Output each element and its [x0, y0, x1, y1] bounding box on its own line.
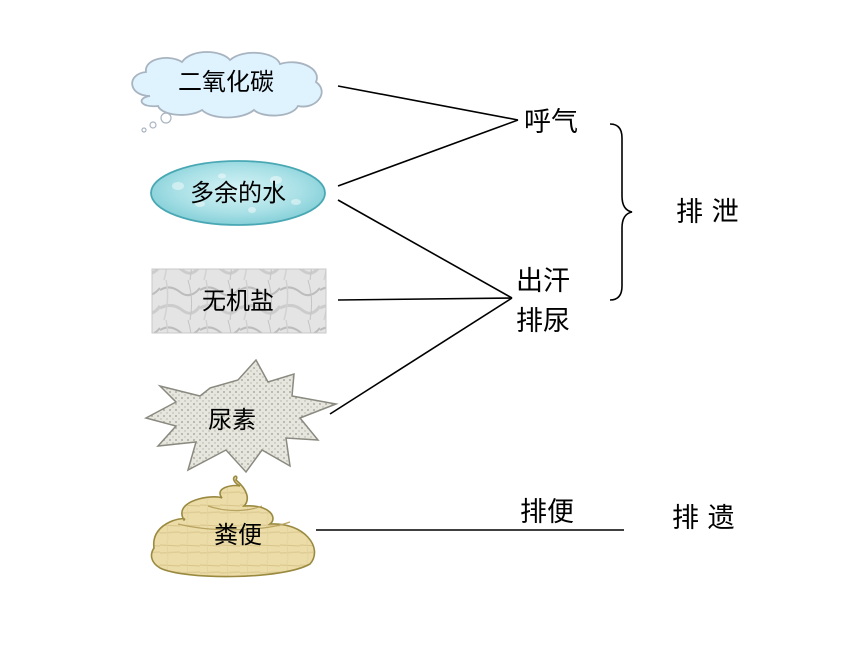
- feces-ridge-2: [207, 505, 263, 512]
- co2-cloud: 二氧化碳: [131, 51, 323, 133]
- urea-label: 尿素: [208, 406, 256, 434]
- line-co2-exhale: [337, 85, 519, 121]
- urinate-label: 排尿: [516, 306, 570, 337]
- cloud-bubble-small: [141, 127, 147, 133]
- co2-label: 二氧化碳: [178, 68, 274, 96]
- cloud-shape: [131, 51, 323, 119]
- sweat-label: 出汗: [516, 266, 570, 297]
- line-water-sweat: [337, 199, 513, 299]
- cloud-bubble-large: [160, 112, 172, 124]
- salt-block: 无机盐: [151, 268, 327, 334]
- excretion-label: 排 泄: [676, 197, 739, 228]
- feces-ridge-1: [177, 521, 291, 531]
- feces-shape: [150, 475, 316, 578]
- water-shape: [150, 160, 326, 226]
- cloud-bubble-medium: [149, 121, 157, 129]
- line-water-exhale: [337, 119, 519, 187]
- exhale-label: 呼气: [524, 107, 578, 138]
- feces-mound: 粪便: [150, 475, 316, 578]
- water-label: 多余的水: [190, 179, 286, 207]
- water-ellipse: 多余的水: [150, 160, 326, 226]
- connector-lines: [316, 85, 624, 531]
- egestion-label: 排 遗: [672, 503, 735, 534]
- urea-burst: 尿素: [143, 358, 339, 474]
- line-salt-sweat: [337, 297, 513, 301]
- curly-brace: [609, 123, 633, 301]
- defecate-label: 排便: [520, 497, 574, 528]
- urea-shape: [143, 358, 339, 474]
- feces-label: 粪便: [214, 521, 262, 549]
- water-droplets: [172, 173, 301, 213]
- salt-shape: [151, 268, 327, 334]
- salt-label: 无机盐: [202, 287, 274, 315]
- line-urea-sweat: [329, 297, 513, 415]
